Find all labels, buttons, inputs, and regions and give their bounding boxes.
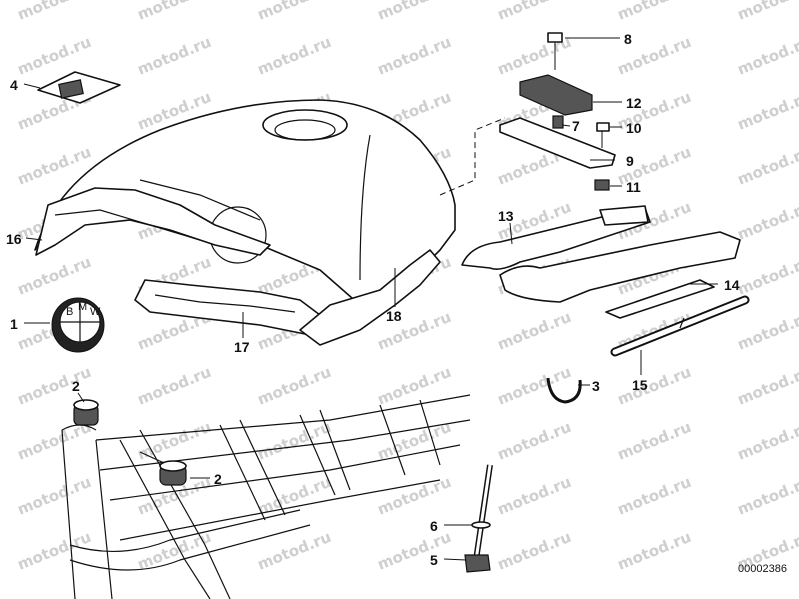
callout-2-upper: 2 xyxy=(72,378,80,394)
badge-letter-b: B xyxy=(66,306,73,318)
callout-9: 9 xyxy=(626,153,634,169)
grommet-7 xyxy=(552,115,564,129)
watermark-text: motod.ru xyxy=(735,198,799,244)
stud-5-6 xyxy=(464,464,493,573)
callout-3: 3 xyxy=(592,378,600,394)
clip-3 xyxy=(546,377,582,404)
diagram-code: 00002386 xyxy=(738,563,787,575)
watermark-text: motod.ru xyxy=(15,473,94,519)
callout-11: 11 xyxy=(626,179,641,195)
watermark-text: motod.ru xyxy=(255,363,334,409)
callout-14: 14 xyxy=(724,277,740,293)
strip-14 xyxy=(605,279,715,319)
watermark-text: motod.ru xyxy=(255,33,334,79)
watermark-text: motod.ru xyxy=(495,0,574,24)
bracket-9 xyxy=(499,117,616,169)
watermark-text: motod.ru xyxy=(15,33,94,79)
grommet-2-upper xyxy=(73,399,99,426)
watermark-text: motod.ru xyxy=(735,363,799,409)
watermark-text: motod.ru xyxy=(135,363,214,409)
side-cover-18 xyxy=(299,249,441,346)
watermark-text: motod.ru xyxy=(735,143,799,189)
connector-12 xyxy=(519,74,593,116)
callout-8: 8 xyxy=(624,31,632,47)
callout-6: 6 xyxy=(430,518,438,534)
watermark-text: motod.ru xyxy=(615,0,694,24)
frame xyxy=(61,394,471,599)
callout-10: 10 xyxy=(626,120,642,136)
watermark-text: motod.ru xyxy=(615,528,694,574)
callout-2-lower: 2 xyxy=(214,471,222,487)
callout-17: 17 xyxy=(234,339,250,355)
callout-7: 7 xyxy=(572,118,580,134)
watermark-text: motod.ru xyxy=(735,418,799,464)
watermark-text: motod.ru xyxy=(735,0,799,24)
watermark-text: motod.ru xyxy=(735,33,799,79)
bolt-8 xyxy=(547,32,563,70)
badge-letter-w: W xyxy=(90,306,101,318)
watermark-text: motod.ru xyxy=(735,473,799,519)
watermark-text: motod.ru xyxy=(375,363,454,409)
callout-16: 16 xyxy=(6,231,22,247)
watermark-text: motod.ru xyxy=(495,528,574,574)
watermark-text: motod.ru xyxy=(15,0,94,24)
watermark-text: motod.ru xyxy=(735,308,799,354)
callout-4: 4 xyxy=(10,77,18,93)
leader-lines xyxy=(23,37,718,561)
callout-5: 5 xyxy=(430,552,438,568)
fuel-tank xyxy=(34,99,456,306)
callout-13: 13 xyxy=(498,208,514,224)
sticker-4 xyxy=(37,71,121,104)
watermark-text: motod.ru xyxy=(15,253,94,299)
badge-letter-m: M xyxy=(78,301,87,313)
watermark-text: motod.ru xyxy=(135,33,214,79)
callout-18: 18 xyxy=(386,308,402,324)
watermark-text: motod.ru xyxy=(375,473,454,519)
callout-12: 12 xyxy=(626,95,642,111)
callout-1: 1 xyxy=(10,316,18,332)
pad-13-long xyxy=(499,231,741,303)
watermark-text: motod.ru xyxy=(495,473,574,519)
watermark-text: motod.ru xyxy=(255,528,334,574)
screw-10 xyxy=(596,122,610,148)
watermark-text: motod.ru xyxy=(375,33,454,79)
watermark-text: motod.ru xyxy=(615,473,694,519)
watermark-text: motod.ru xyxy=(495,418,574,464)
pad-13 xyxy=(461,207,651,270)
callout-15: 15 xyxy=(632,377,648,393)
watermark-text: motod.ru xyxy=(255,418,334,464)
watermark-text: motod.ru xyxy=(255,0,334,24)
watermark-text: motod.ru xyxy=(735,253,799,299)
watermark-text: motod.ru xyxy=(375,528,454,574)
watermark-text: motod.ru xyxy=(495,308,574,354)
bmw-badge: B M W xyxy=(51,297,105,353)
watermark-text: motod.ru xyxy=(375,0,454,24)
watermark-text: motod.ru xyxy=(15,528,94,574)
watermark-text: motod.ru xyxy=(615,363,694,409)
watermark-text: motod.ru xyxy=(735,88,799,134)
side-cover-16 xyxy=(35,187,271,256)
nut-11 xyxy=(594,179,610,191)
watermark-text: motod.ru xyxy=(615,418,694,464)
grommet-2-lower xyxy=(159,460,187,486)
watermark-text: motod.ru xyxy=(135,0,214,24)
callouts: 1 2 2 3 4 5 6 7 8 9 10 11 12 13 14 15 16… xyxy=(6,31,740,568)
